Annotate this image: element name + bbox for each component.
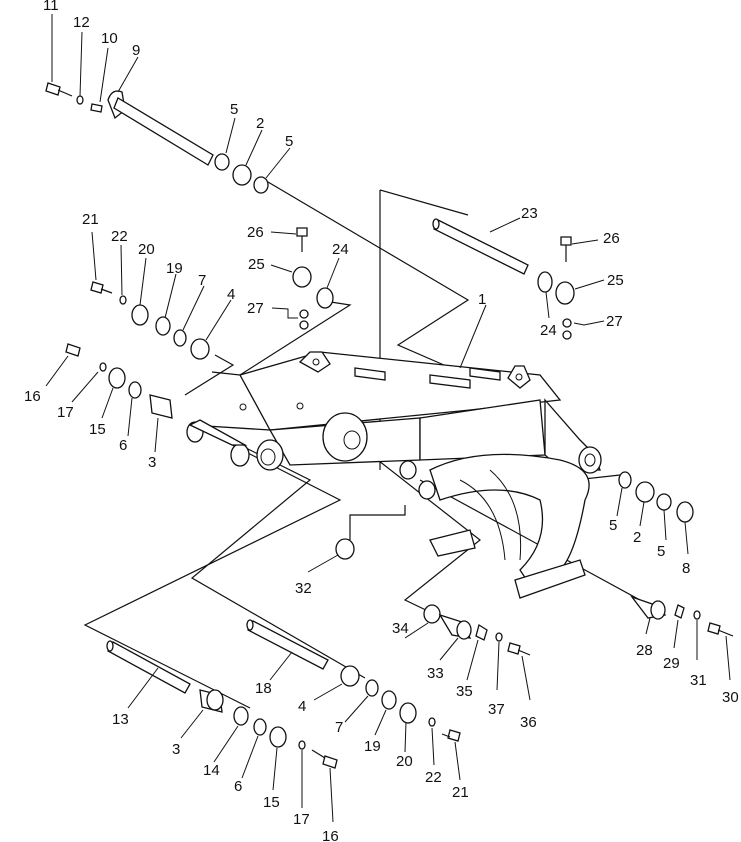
callout-c26a: 26 [247,224,264,241]
leader-lines [45,14,731,823]
callout-c25a: 25 [248,256,265,273]
callout-c8: 8 [682,560,690,577]
callout-c20a: 20 [138,241,155,258]
callout-c15b: 15 [263,794,280,811]
parts [45,82,734,769]
callout-c17b: 17 [293,811,310,828]
callout-c19b: 19 [364,738,381,755]
callout-c37: 37 [488,701,505,718]
callout-c28: 28 [636,642,653,659]
callout-c3a: 3 [148,454,156,471]
callout-c16a: 16 [24,388,41,405]
callout-c4b: 4 [298,698,306,715]
callout-c6b: 6 [234,778,242,795]
callout-c17a: 17 [57,404,74,421]
callout-c22a: 22 [111,228,128,245]
callout-c26b: 26 [603,230,620,247]
callout-c36: 36 [520,714,537,731]
callout-c7b: 7 [335,719,343,736]
callout-c7a: 7 [198,272,206,289]
callout-c27b: 27 [606,313,623,330]
callout-c31: 31 [690,672,707,689]
callout-c18: 18 [255,680,272,697]
callout-c21a: 21 [82,211,99,228]
part-bolt-11 [45,82,61,96]
callout-c2a: 2 [256,115,264,132]
callout-c6a: 6 [119,437,127,454]
callout-c23: 23 [521,205,538,222]
callout-c19a: 19 [166,260,183,277]
callout-c1: 1 [478,291,486,308]
callout-c11: 11 [43,0,59,14]
callout-c5a: 5 [230,101,238,118]
callout-c25b: 25 [607,272,624,289]
boom-frame [186,351,602,599]
callout-c5b: 5 [285,133,293,150]
callout-c35: 35 [456,683,473,700]
callout-c24b: 24 [540,322,557,339]
callout-c24a: 24 [332,241,349,258]
callout-c3b: 3 [172,741,180,758]
callout-c12: 12 [73,14,90,31]
callout-c5d: 5 [657,543,665,560]
callout-c15a: 15 [89,421,106,438]
callout-c22b: 22 [425,769,442,786]
callout-c10: 10 [101,30,118,47]
callout-c34: 34 [392,620,409,637]
callout-c29: 29 [663,655,680,672]
callout-c32: 32 [295,580,312,597]
callout-c4a: 4 [227,286,235,303]
callout-c13: 13 [112,711,129,728]
callout-c2b: 2 [633,529,641,546]
callout-c27a: 27 [247,300,264,317]
callout-c30: 30 [722,689,739,706]
callout-c33: 33 [427,665,444,682]
callout-c21b: 21 [452,784,469,801]
callout-c14: 14 [203,762,220,779]
callout-c5c: 5 [609,517,617,534]
callout-c16b: 16 [322,828,339,842]
callout-c9: 9 [132,42,140,59]
callout-c20b: 20 [396,753,413,770]
